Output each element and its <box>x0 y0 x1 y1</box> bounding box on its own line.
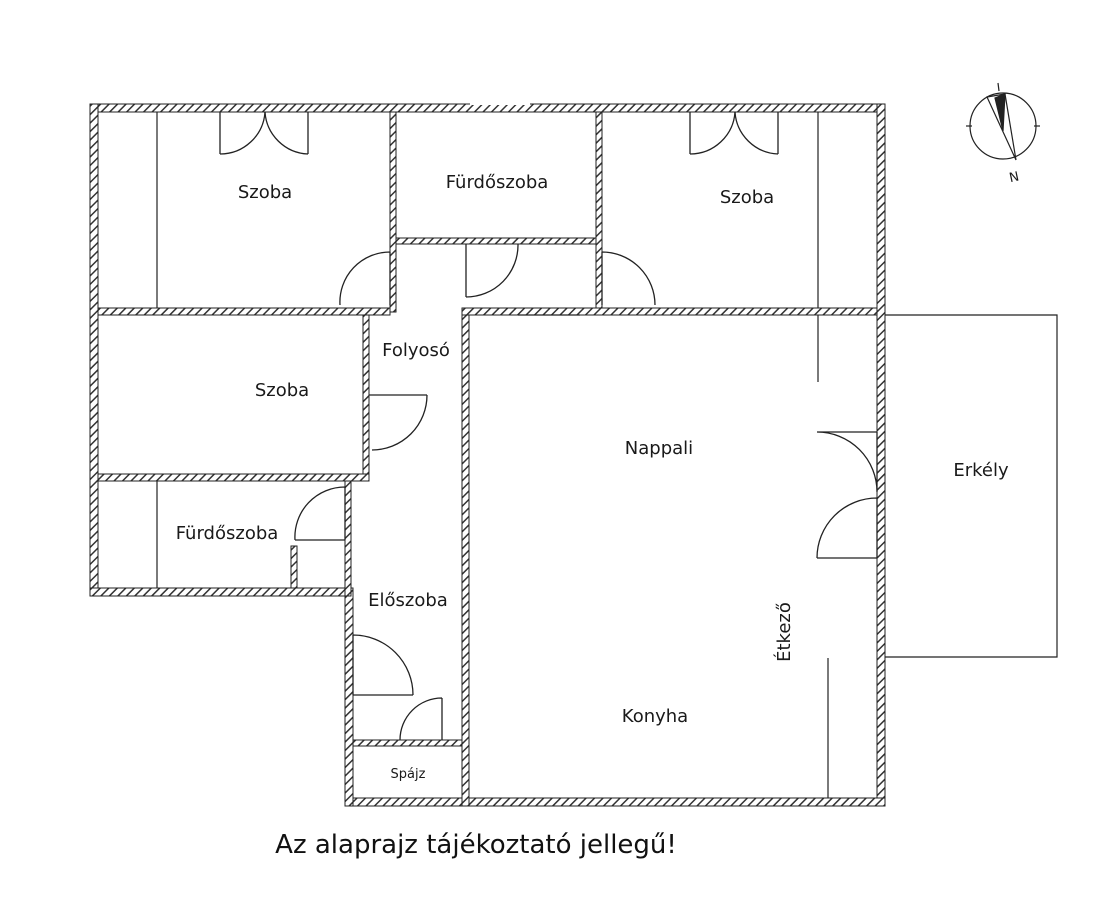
label-furdoszoba-top: Fürdőszoba <box>446 172 549 193</box>
label-spajz: Spájz <box>391 767 426 782</box>
disclaimer-text: Az alaprajz tájékoztató jellegű! <box>275 830 677 860</box>
label-erkely: Erkély <box>953 460 1009 481</box>
doors <box>219 111 878 741</box>
compass-label: N <box>1007 167 1020 184</box>
label-eloszoba: Előszoba <box>368 590 448 611</box>
label-szoba-ne: Szoba <box>720 187 774 208</box>
room-labels: Szoba Fürdőszoba Szoba Folyosó Szoba Nap… <box>176 172 1009 782</box>
outer-walls <box>89 103 886 807</box>
label-konyha: Konyha <box>622 706 688 727</box>
label-szoba-nw: Szoba <box>238 182 292 203</box>
label-furdoszoba-sw: Fürdőszoba <box>176 523 279 544</box>
label-szoba-w: Szoba <box>255 380 309 401</box>
thin-lines <box>156 103 1058 798</box>
label-etkezo: Étkező <box>773 602 795 662</box>
label-nappali: Nappali <box>625 438 693 459</box>
compass-icon: N <box>966 82 1040 184</box>
label-folyoso: Folyosó <box>382 340 450 361</box>
interior-walls <box>97 111 878 807</box>
